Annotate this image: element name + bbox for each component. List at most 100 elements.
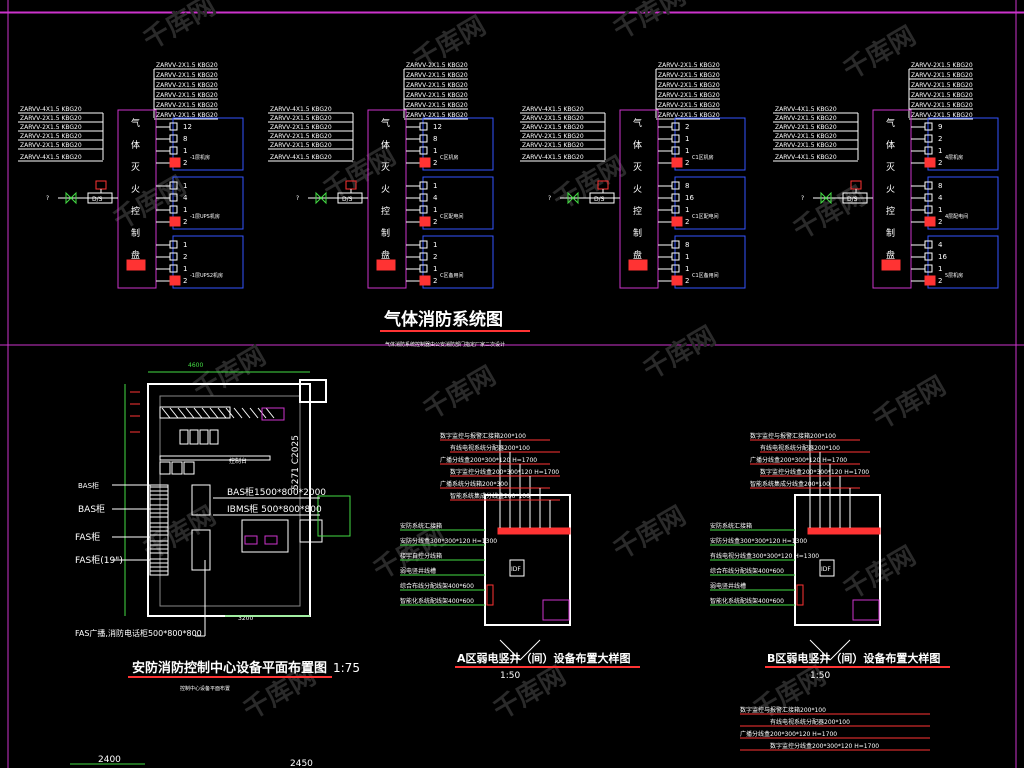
zone-count: 12 bbox=[433, 123, 442, 131]
valve-tag: ? bbox=[548, 195, 551, 202]
zone-device-box bbox=[671, 181, 680, 190]
panel-char: 制 bbox=[886, 227, 895, 239]
zone-count: 1 bbox=[685, 135, 689, 143]
label-bas-2: BAS柜 bbox=[78, 503, 105, 515]
panel-char: 体 bbox=[131, 139, 140, 151]
zone-count: 2 bbox=[183, 218, 187, 226]
zone-count: 2 bbox=[183, 253, 187, 261]
zone-output-box bbox=[169, 216, 181, 227]
panel-alarm-block bbox=[628, 259, 648, 271]
zone-caption: -1层UPS机房 bbox=[190, 213, 220, 220]
panel-char: 控 bbox=[381, 205, 390, 217]
gas-system-title: 气体消防系统图 bbox=[383, 309, 503, 330]
zone-device-box bbox=[671, 193, 680, 202]
shaft-top-label: 数字监控与报警汇接箱200*100 bbox=[750, 432, 836, 440]
hatch-line bbox=[169, 407, 179, 419]
cable-tray bbox=[807, 527, 881, 535]
zone-caption: C1区备用间 bbox=[692, 272, 719, 279]
cable-label-left: ZARVV-2X1.5 KBG20 bbox=[20, 115, 82, 122]
label-fas-broadcast: FAS广播,消防电话柜500*800*800 bbox=[75, 628, 202, 638]
zone-device-box bbox=[169, 193, 178, 202]
shaft-side-label: 弱电竖井线槽 bbox=[710, 582, 746, 590]
cable-label-top: ZARVV-2X1.5 KBG20 bbox=[911, 82, 973, 89]
cable-label-left: ZARVV-2X1.5 KBG20 bbox=[775, 124, 837, 131]
panel-char: 体 bbox=[633, 139, 642, 151]
panel-char: 火 bbox=[633, 184, 642, 195]
cable-label-top: ZARVV-2X1.5 KBG20 bbox=[658, 92, 720, 99]
zone-device-box bbox=[671, 240, 680, 249]
zone-count: 2 bbox=[938, 135, 942, 143]
gas-controller-panel bbox=[619, 109, 659, 289]
panel-char: 控 bbox=[886, 205, 895, 217]
shaft-top-label: 智能系统集成分线盒200*100 bbox=[450, 492, 530, 500]
zone-device-box bbox=[671, 205, 680, 214]
cable-label-left: ZARVV-2X1.5 KBG20 bbox=[522, 133, 584, 140]
cable-label-top: ZARVV-2X1.5 KBG20 bbox=[406, 102, 468, 109]
zone-count: 2 bbox=[433, 159, 437, 167]
zone-output-box bbox=[419, 216, 431, 227]
cabinet-rack bbox=[189, 429, 199, 445]
valve-icon bbox=[820, 191, 832, 205]
shaft-top-label: 广播系统分线箱200*300 bbox=[440, 480, 508, 488]
zone-caption: C1区机房 bbox=[692, 154, 714, 161]
cabinet-rack bbox=[199, 429, 209, 445]
cable-label-left: ZARVV-2X1.5 KBG20 bbox=[522, 124, 584, 131]
control-center-title: 安防消防控制中心设备平面布置图 bbox=[132, 660, 327, 676]
room-inner-wall bbox=[159, 395, 301, 607]
panel-char: 灭 bbox=[633, 162, 642, 173]
zone-count: 1 bbox=[685, 147, 689, 155]
gauge-label: D/S bbox=[342, 196, 353, 203]
cable-label-left: ZARVV-2X1.5 KBG20 bbox=[522, 142, 584, 149]
hatch-line bbox=[249, 407, 259, 419]
shaft-title: A区弱电竖井（间）设备布置大样图 bbox=[457, 651, 631, 665]
gauge-label: D/S bbox=[847, 196, 858, 203]
zone-device-box bbox=[169, 146, 178, 155]
zone-count: 1 bbox=[685, 265, 689, 273]
idf-label: IDF bbox=[821, 566, 831, 573]
cable-label-left: ZARVV-2X1.5 KBG20 bbox=[270, 115, 332, 122]
watermark-text: 千库网 bbox=[609, 0, 692, 46]
dim-label: 4600 bbox=[188, 362, 203, 369]
cable-label-left: ZARVV-4X1.5 KBG20 bbox=[270, 106, 332, 113]
zone-output-box bbox=[419, 157, 431, 168]
cable-label-top: ZARVV-2X1.5 KBG20 bbox=[156, 112, 218, 119]
zone-output-box bbox=[924, 157, 936, 168]
zone-count: 1 bbox=[183, 147, 187, 155]
zone-count: 2 bbox=[183, 277, 187, 285]
zone-caption: C区配电间 bbox=[440, 213, 464, 220]
zone-count: 4 bbox=[938, 241, 943, 249]
shaft-side-label: 弱电竖井线槽 bbox=[400, 567, 436, 575]
shaft-scale: 1:50 bbox=[500, 671, 520, 681]
zone-count: 8 bbox=[183, 135, 187, 143]
bottom-dim: 2450 bbox=[290, 759, 313, 768]
zone-box bbox=[422, 176, 494, 230]
panel-alarm-block bbox=[881, 259, 901, 271]
cable-label-left: ZARVV-2X1.5 KBG20 bbox=[270, 124, 332, 131]
panel-char: 灭 bbox=[131, 162, 140, 173]
zone-device-box bbox=[419, 146, 428, 155]
monitor-stand bbox=[183, 461, 195, 475]
zone-output-box bbox=[671, 216, 683, 227]
gauge-box bbox=[87, 192, 113, 204]
cable-label-top: ZARVV-2X1.5 KBG20 bbox=[156, 72, 218, 79]
zone-device-box bbox=[419, 264, 428, 273]
zone-count: 8 bbox=[685, 241, 689, 249]
cable-label-left: ZARVV-4X1.5 KBG20 bbox=[270, 154, 332, 161]
gas-controller-panel bbox=[367, 109, 407, 289]
cable-label-top: ZARVV-2X1.5 KBG20 bbox=[156, 92, 218, 99]
watermark-text: 千库网 bbox=[609, 501, 692, 566]
shaft-side-label: 综合布线分配线架400*600 bbox=[400, 582, 474, 590]
cable-label-left: ZARVV-2X1.5 KBG20 bbox=[20, 133, 82, 140]
zone-device-box bbox=[924, 134, 933, 143]
zone-device-box bbox=[169, 134, 178, 143]
gauge-label: D/S bbox=[92, 196, 103, 203]
zone-box bbox=[674, 235, 746, 289]
fas-cabinet bbox=[191, 529, 211, 571]
room-outer-wall bbox=[147, 383, 311, 617]
shaft-top-label: 智能系统集成分线盒200*100 bbox=[750, 480, 830, 488]
zone-count: 1 bbox=[685, 206, 689, 214]
zone-box bbox=[422, 235, 494, 289]
label-bas-1500: BAS柜1500*800*2000 bbox=[227, 486, 326, 498]
dim-label: 3200 bbox=[238, 615, 253, 622]
shaft-cabinet bbox=[852, 599, 880, 621]
